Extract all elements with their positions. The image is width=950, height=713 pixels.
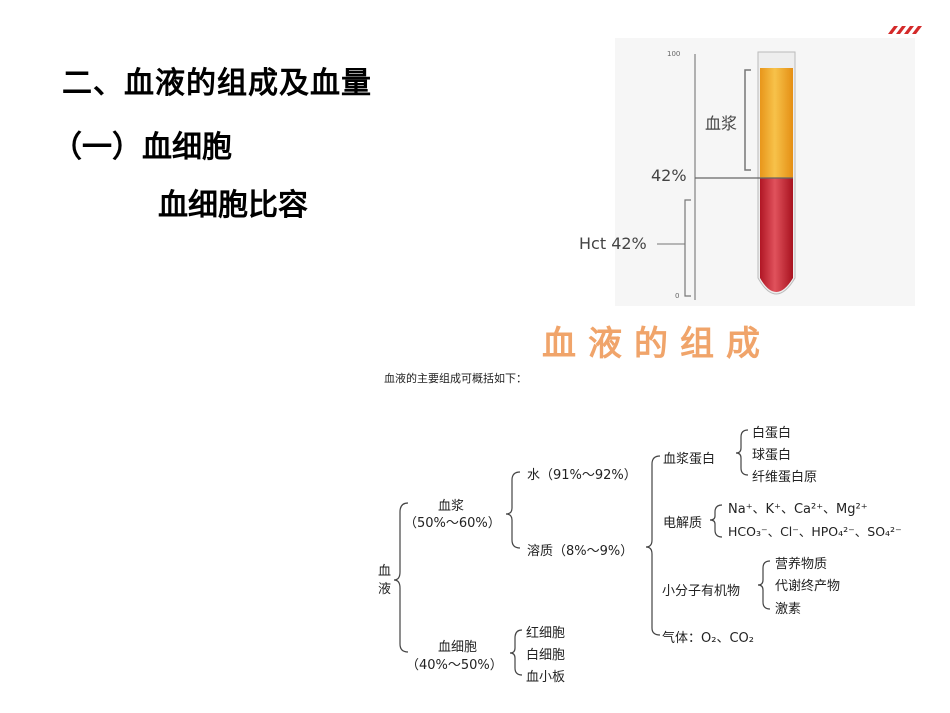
organic-item: 激素 — [775, 598, 801, 617]
plasma-range: （50%～60%） — [404, 512, 501, 531]
cell-type-item: 红细胞 — [526, 622, 565, 641]
solutes-node: 溶质（8%～9%） — [527, 540, 633, 559]
water-node: 水（91%～92%） — [527, 464, 637, 483]
electrolyte-anions: HCO₃⁻、Cl⁻、HPO₄²⁻、SO₄²⁻ — [728, 521, 902, 540]
cell-type-item: 白细胞 — [526, 644, 565, 663]
cells-range: （40%～50%） — [406, 654, 503, 673]
cell-type-item: 血小板 — [526, 666, 565, 685]
root-blood-label-1: 血 — [378, 560, 391, 579]
electrolyte-node: 电解质 — [663, 512, 702, 531]
protein-item: 纤维蛋白原 — [752, 466, 817, 485]
gas-node: 气体：O₂、CO₂ — [662, 627, 754, 646]
plasma-protein-node: 血浆蛋白 — [663, 448, 715, 467]
root-blood-label-2: 液 — [378, 578, 391, 597]
organic-item: 营养物质 — [775, 553, 827, 572]
electrolyte-cations: Na⁺、K⁺、Ca²⁺、Mg²⁺ — [728, 498, 868, 517]
protein-item: 球蛋白 — [752, 444, 791, 463]
organic-item: 代谢终产物 — [775, 575, 840, 594]
cells-node: 血细胞 — [438, 636, 477, 655]
protein-item: 白蛋白 — [752, 422, 791, 441]
small-organic-node: 小分子有机物 — [662, 580, 740, 599]
